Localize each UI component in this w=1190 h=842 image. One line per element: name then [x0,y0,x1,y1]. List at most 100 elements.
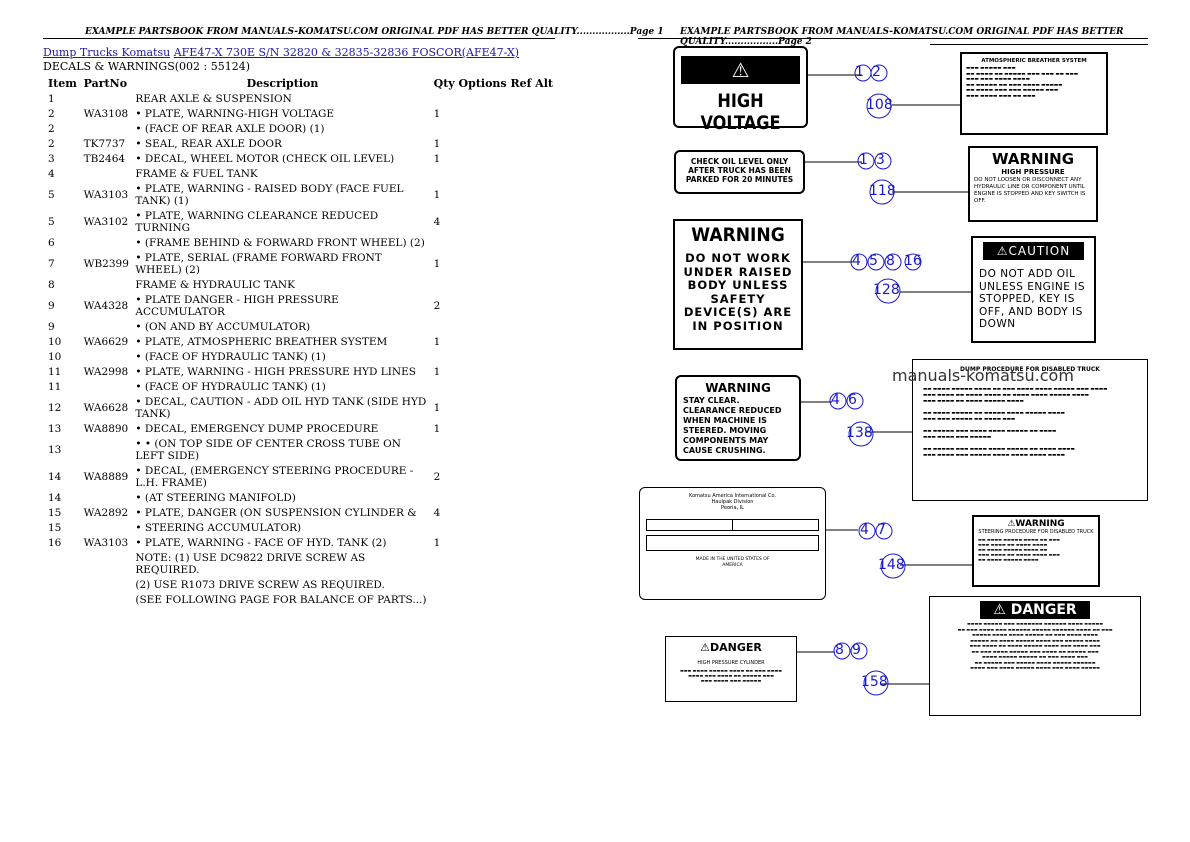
page-header: EXAMPLE PARTSBOOK FROM MANUALS-KOMATSU.C… [85,27,664,37]
callout-number[interactable]: 8 [886,253,895,269]
decal-title: WARNING [691,224,785,246]
col-item: Item [48,77,77,90]
caution-title: CAUTION [1008,244,1071,258]
callout-number[interactable]: 138 [846,425,873,441]
decal-caution-add-oil: ⚠CAUTION DO NOT ADD OIL UNLESS ENGINE IS… [971,236,1096,343]
table-row: NOTE: (1) USE DC9822 DRIVE SCREW AS REQU… [43,550,555,577]
breadcrumb-link-model[interactable]: AFE47-X 730E S/N 32820 & 32835-32836 FOS… [173,46,520,59]
qty-cell: 1 [433,257,441,270]
decal-danger-suspension: ⚠ DANGER ▬▬▬▬ ▬▬▬▬▬ ▬▬▬ ▬▬▬▬▬▬▬ ▬▬▬▬▬▬ ▬… [929,596,1141,716]
decal-serial-plate: Komatsu America International Co. Haulpa… [639,487,826,600]
decal-title: DUMP PROCEDURE FOR DISABLED TRUCK [960,366,1100,373]
watermark: manuals-komatsu.com [892,366,1074,385]
decal-warning-raised-body: WARNING DO NOT WORK UNDER RAISED BODY UN… [673,219,803,350]
item-cell: 10 [48,335,62,348]
qty-cell: 2 [433,299,441,312]
item-cell: 3 [48,152,55,165]
description-cell: • PLATE, WARNING - RAISED BODY (FACE FUE… [135,182,404,207]
callout-number[interactable]: 6 [848,392,857,408]
callout-number[interactable]: 4 [831,392,840,408]
decal-check-oil-level: CHECK OIL LEVEL ONLY AFTER TRUCK HAS BEE… [674,150,805,194]
item-cell: 5 [48,188,55,201]
description-cell: • (FRAME BEHIND & FORWARD FRONT WHEEL) (… [135,236,425,249]
qty-cell: 1 [433,401,441,414]
qty-cell: 1 [433,335,441,348]
callout-number-part: 8 [878,674,888,690]
callout-number[interactable]: 16 [904,253,922,269]
item-cell: 16 [48,536,62,549]
item-cell: 15 [48,521,62,534]
callout-number-part: 8 [890,282,900,298]
item-cell: 11 [48,380,62,393]
description-cell: • (FACE OF REAR AXLE DOOR) (1) [135,122,325,135]
item-cell: 10 [48,350,62,363]
callout-number[interactable]: 118 [869,183,896,199]
callout-number[interactable]: 8 [835,642,844,658]
table-row: 14• (AT STEERING MANIFOLD) [43,490,555,505]
item-cell: 5 [48,215,55,228]
partno-cell: TB2464 [83,152,126,165]
partno-cell: WA3103 [83,536,129,549]
description-cell: FRAME & FUEL TANK [135,167,258,180]
description-cell: • DECAL, CAUTION - ADD OIL HYD TANK (SID… [135,395,427,420]
table-row: 11• (FACE OF HYDRAULIC TANK) (1) [43,379,555,394]
decal-text: STAY CLEAR. CLEARANCE REDUCED WHEN MACHI… [683,396,782,455]
item-cell: 11 [48,365,62,378]
table-row: 13• • (ON TOP SIDE OF CENTER CROSS TUBE … [43,436,555,463]
qty-cell: 4 [433,215,441,228]
item-cell: 2 [48,137,55,150]
col-alt: Alt [535,77,553,90]
description-cell: REAR AXLE & SUSPENSION [135,92,292,105]
warning-triangle-icon: ⚠ [1007,519,1016,529]
description-cell: • STEERING ACCUMULATOR) [135,521,302,534]
description-cell: • (FACE OF HYDRAULIC TANK) (1) [135,350,326,363]
item-cell: 12 [48,401,62,414]
qty-cell: 1 [433,188,441,201]
decal-text: DO NOT WORK UNDER RAISED BODY UNLESS SAF… [683,251,793,333]
item-cell: 15 [48,506,62,519]
callout-number-part: 8 [863,425,873,441]
table-row: 3 TB2464 • DECAL, WHEEL MOTOR (CHECK OIL L… [43,151,555,166]
callout-number[interactable]: 1 [859,152,868,168]
serial-made-in: MADE IN THE UNITED STATES OF AMERICA [695,557,770,568]
decal-title: ⚠DANGER [666,641,796,654]
description-cell: FRAME & HYDRAULIC TANK [135,278,295,291]
description-cell: • PLATE DANGER - HIGH PRESSURE ACCUMULAT… [135,293,339,318]
description-cell: • DECAL, EMERGENCY DUMP PROCEDURE [135,422,379,435]
partno-cell: WA6629 [83,335,129,348]
caution-banner: ⚠CAUTION [983,242,1084,260]
callout-number[interactable]: 128 [873,282,900,298]
callout-number[interactable]: 4 [852,253,861,269]
callout-number[interactable]: 148 [878,557,905,573]
warning-triangle-icon: ⚠ [996,244,1009,258]
decal-fine-print: ▬▬ ▬▬▬▬ ▬▬▬▬▬ ▬▬▬▬ ▬▬ ▬▬▬ ▬▬▬▬ ▬▬▬▬ ▬▬▬▬… [923,387,1108,458]
description-cell: • DECAL, WHEEL MOTOR (CHECK OIL LEVEL) [135,152,395,165]
breadcrumb-link-category[interactable]: Dump Trucks Komatsu [43,46,171,59]
warning-triangle-icon: ⚠ [993,602,1006,618]
danger-title: DANGER [1010,602,1077,618]
decal-title: WARNING [705,381,771,395]
callout-number[interactable]: 108 [866,97,893,113]
callout-number[interactable]: 5 [869,253,878,269]
callout-number[interactable]: 1 [855,64,864,80]
serial-field-model [647,520,733,530]
callout-number[interactable]: 158 [861,674,888,690]
qty-cell: 1 [433,152,441,165]
col-qty-options: Qty Options Ref Alt [432,76,555,91]
callout-number[interactable]: 7 [877,522,886,538]
decal-subtitle: HIGH PRESSURE [1001,168,1065,176]
decal-warning-high-pressure: WARNING HIGH PRESSURE DO NOT LOOSEN OR D… [968,146,1098,222]
callout-number[interactable]: 2 [872,64,881,80]
callout-number[interactable]: 9 [852,642,861,658]
col-qty: Qty [433,77,455,90]
callout-number[interactable]: 4 [860,522,869,538]
description-cell: • PLATE, SERIAL (FRAME FORWARD FRONT WHE… [135,251,382,276]
decal-steering-procedure: ⚠WARNING STEERING PROCEDURE FOR DISABLED… [972,515,1100,587]
callout-number-part: 15 [861,674,879,690]
callout-number[interactable]: 3 [876,152,885,168]
